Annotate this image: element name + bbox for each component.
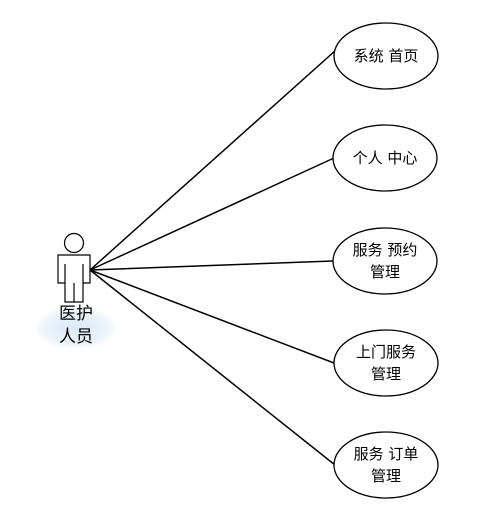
association-line bbox=[89, 260, 334, 271]
use-case-label-line-2: 管理 bbox=[370, 263, 400, 281]
use-case-label: 个人 中心 bbox=[353, 149, 418, 167]
use-case-ellipse bbox=[333, 329, 439, 397]
use-case-label-line-2: 管理 bbox=[371, 467, 401, 485]
use-case-label-line-1: 服务 订单 bbox=[354, 445, 419, 463]
use-case-label: 系统 首页 bbox=[354, 47, 419, 65]
actor-label-line-2: 人员 bbox=[59, 327, 93, 347]
use-case-ellipse bbox=[332, 124, 438, 192]
actor-label-line-1: 医护 bbox=[59, 304, 93, 324]
use-case-system-home[interactable]: 系统 首页 bbox=[333, 22, 439, 90]
actor-label-glow bbox=[34, 306, 118, 350]
use-case-label-line-2: 管理 bbox=[371, 365, 401, 383]
use-case-home-service-management[interactable]: 上门服务 管理 bbox=[333, 329, 439, 397]
association-line bbox=[89, 269, 335, 364]
association-line bbox=[89, 157, 335, 271]
use-case-service-booking-management[interactable]: 服务 预约 管理 bbox=[332, 227, 438, 295]
actor: 医护 人员 bbox=[34, 232, 118, 350]
use-case-ellipse bbox=[333, 431, 439, 499]
use-case-label-line-1: 服务 预约 bbox=[353, 241, 418, 259]
associations bbox=[89, 49, 337, 466]
use-case-ellipse bbox=[332, 227, 438, 295]
use-case-ellipse bbox=[333, 22, 439, 90]
actor-head bbox=[63, 232, 85, 254]
use-case-service-order-management[interactable]: 服务 订单 管理 bbox=[333, 431, 439, 499]
association-line bbox=[89, 49, 337, 271]
use-case-label-line-1: 上门服务 bbox=[356, 343, 416, 361]
use-case-personal-center[interactable]: 个人 中心 bbox=[332, 124, 438, 192]
actor-body bbox=[57, 254, 91, 303]
association-line bbox=[89, 269, 336, 466]
